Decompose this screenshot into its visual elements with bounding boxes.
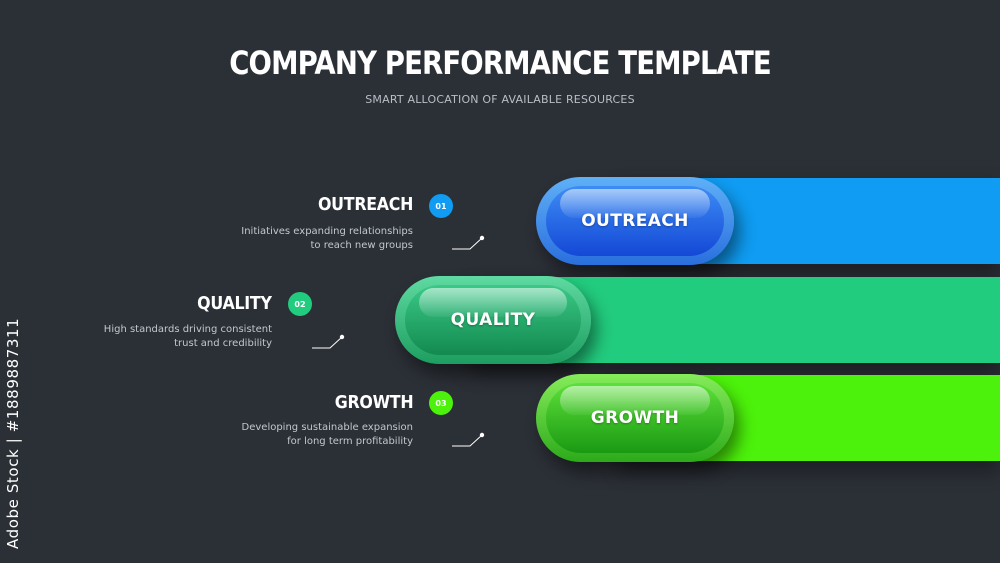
badge-number-02: 02 (288, 292, 312, 316)
pill-label-outreach: OUTREACH (581, 211, 689, 231)
connector-line-outreach (452, 235, 485, 250)
pill-label-quality: QUALITY (450, 310, 536, 330)
connector-line-quality (312, 334, 345, 349)
item-description-quality: High standards driving consistent trust … (103, 324, 272, 349)
connector-line-growth (452, 432, 485, 447)
stock-watermark: Adobe Stock | #1889887311 (4, 317, 22, 549)
badge-number-03: 03 (429, 391, 453, 415)
pill-growth[interactable]: GROWTH (536, 374, 734, 462)
item-description-growth: Developing sustainable expansion for lon… (241, 422, 413, 447)
item-title-quality: QUALITY (197, 293, 272, 314)
pill-quality[interactable]: QUALITY (395, 276, 591, 364)
page-title: COMPANY PERFORMANCE TEMPLATE (229, 44, 771, 82)
item-description-outreach: Initiatives expanding relationships to r… (241, 226, 413, 251)
pill-label-growth: GROWTH (590, 408, 680, 428)
page-subtitle: SMART ALLOCATION OF AVAILABLE RESOURCES (365, 93, 635, 106)
badge-number-01: 01 (429, 194, 453, 218)
item-title-growth: GROWTH (334, 392, 413, 413)
item-title-outreach: OUTREACH (317, 194, 413, 215)
pill-outreach[interactable]: OUTREACH (536, 177, 734, 265)
